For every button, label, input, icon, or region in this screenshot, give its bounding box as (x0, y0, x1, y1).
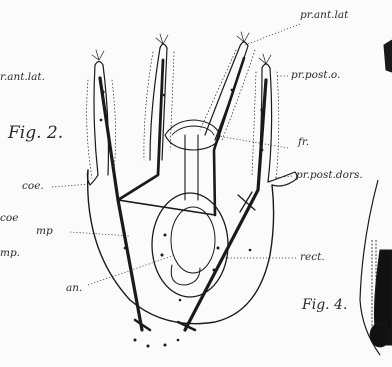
label-fr: fr. (298, 137, 309, 148)
label-rect: rect. (300, 252, 325, 263)
label-pr-ant-lat-top: pr.ant.lat (300, 10, 348, 21)
label-coe-left: coe. (22, 181, 44, 192)
label-pr-post-dors: pr.post.dors. (296, 170, 363, 181)
fig4-partial (360, 40, 392, 355)
label-an: an. (66, 283, 82, 294)
label-coe-edge: coe (0, 213, 18, 224)
label-pr-ant-lat-left: r.ant.lat. (0, 72, 45, 83)
larva-drawing (87, 32, 297, 330)
label-mp-inner: mp (36, 226, 53, 237)
label-pr-post-o: pr.post.o. (291, 70, 340, 81)
label-mp-left: mp. (0, 248, 20, 259)
leader-lines (52, 24, 300, 285)
pigment-dots (100, 89, 264, 348)
figure-2-caption: Fig. 2. (8, 125, 63, 142)
figure-4-caption: Fig. 4. (302, 298, 347, 312)
